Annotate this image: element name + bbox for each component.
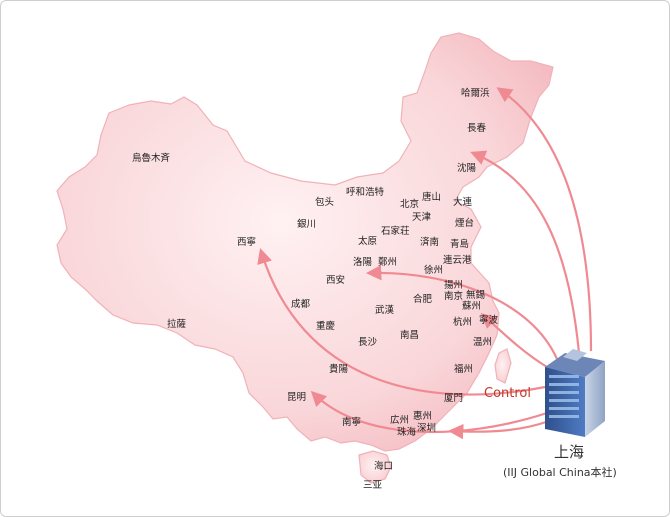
china-mainland (56, 32, 554, 452)
city-changchun: 長春 (467, 122, 487, 134)
city-hangzhou: 杭州 (453, 316, 472, 328)
hq-building-icon (545, 349, 605, 437)
city-hohhot: 呼和浩特 (346, 186, 385, 198)
city-xuzhou: 徐州 (424, 264, 443, 276)
city-nanning: 南寧 (342, 416, 361, 428)
city-huizhou: 惠州 (413, 410, 432, 422)
city-yangzhou: 揚州 (444, 279, 463, 291)
city-shijiazhuang: 石家荘 (381, 225, 410, 237)
city-guiyang: 貴陽 (329, 363, 349, 375)
city-chengdu: 成都 (291, 298, 311, 310)
city-haikou: 海口 (374, 460, 393, 472)
arrow-to-kunming (310, 390, 548, 434)
city-shenzhen: 深圳 (417, 423, 436, 434)
city-baotou: 包头 (315, 196, 334, 208)
city-dalian: 大連 (453, 196, 473, 208)
arrow-to-ningbo (480, 312, 548, 368)
city-zhuhai: 珠海 (397, 426, 417, 438)
city-harbin: 哈爾浜 (461, 87, 490, 99)
city-lianyungang: 連云港 (443, 254, 472, 266)
city-fuzhou: 福州 (454, 363, 473, 375)
arrow-to-harbin (496, 87, 593, 352)
city-luoyang: 洛陽 (353, 256, 373, 268)
city-chongqing: 重慶 (316, 320, 336, 332)
city-urumqi: 烏魯木斉 (132, 152, 171, 164)
city-xiamen: 厦門 (444, 393, 463, 404)
city-shenyang: 沈陽 (457, 162, 477, 174)
city-hefei: 合肥 (413, 293, 433, 305)
arrow-to-shenzhen (447, 419, 550, 440)
city-nanchang: 南昌 (400, 329, 419, 341)
city-guangzhou: 広州 (390, 414, 409, 426)
city-yinchuan: 銀川 (297, 218, 316, 230)
hainan-island (358, 450, 392, 484)
city-tianjin: 天津 (412, 212, 432, 223)
arrow-to-xian (365, 265, 559, 360)
city-changsha: 長沙 (358, 337, 378, 348)
city-wuxi: 無錫 (466, 289, 485, 301)
city-labels: 哈爾浜 長春 沈陽 大連 唐山 北京 天津 煙台 烏魯木斉 包头 呼和浩特 銀川… (132, 87, 499, 491)
city-jinan: 済南 (420, 236, 439, 248)
city-wenzhou: 温州 (473, 337, 492, 348)
city-taiyuan: 太原 (358, 235, 377, 247)
control-arrows (257, 87, 593, 440)
city-sanya: 三亚 (363, 480, 383, 491)
city-lhasa: 拉薩 (167, 318, 187, 330)
hq-name: 上海 (554, 443, 584, 461)
city-xian: 西安 (326, 274, 345, 286)
arrow-to-shenyang (470, 150, 581, 354)
city-beijing: 北京 (400, 198, 419, 210)
city-tangshan: 唐山 (422, 191, 441, 203)
city-nanjing: 南京 (444, 290, 463, 302)
city-kunming: 昆明 (287, 392, 306, 403)
city-wuhan: 武漢 (375, 304, 395, 316)
city-ningbo: 寧波 (479, 314, 499, 326)
control-label: Control (484, 386, 531, 401)
city-qingdao: 青島 (450, 238, 469, 250)
city-xining: 西寧 (237, 236, 256, 248)
city-suzhou: 蘇州 (462, 300, 481, 312)
taiwan-island (494, 348, 512, 384)
arrow-to-xining (257, 248, 546, 396)
city-zhengzhou: 鄭州 (378, 256, 397, 268)
city-yantai: 煙台 (455, 217, 474, 229)
hq-subtitle: (IIJ Global China本社) (503, 465, 617, 479)
